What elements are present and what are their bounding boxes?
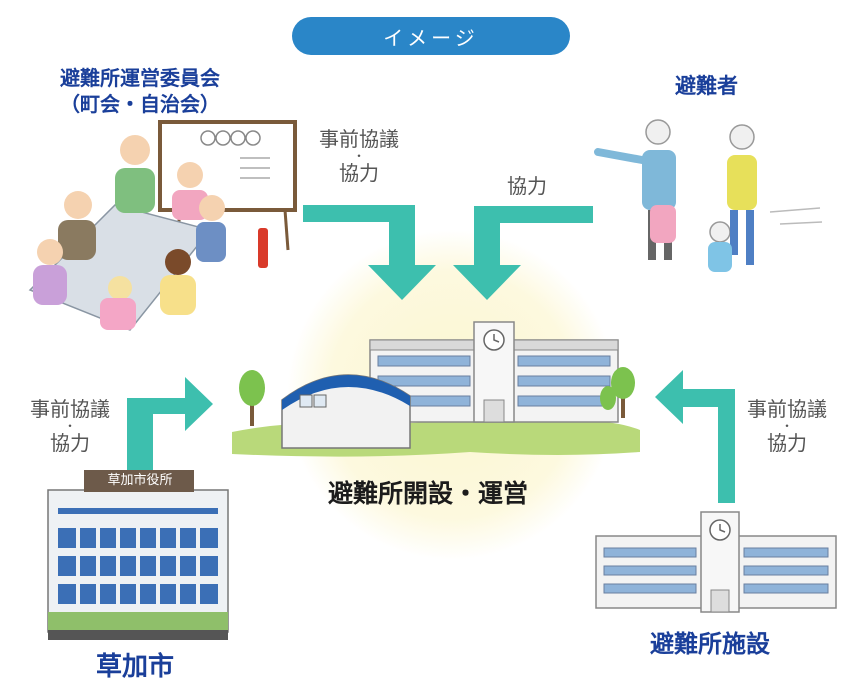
evacuees-illustration [594,119,823,272]
committee-subtitle: （町会・自治会） [60,92,220,116]
evacuees-title: 避難者 [675,74,738,98]
arrow-label-facility: 事前協議 ・ 協力 [747,397,827,455]
arrow-evacuees [453,206,593,300]
city-hall-sign: 草加市役所 [107,473,173,488]
center-label: 避難所開設・運営 [328,479,529,508]
central-shelter [232,321,640,457]
arrow-facility [655,370,735,503]
arrow-city [127,377,213,497]
arrow-label-city: 事前協議 ・ 協力 [30,397,110,455]
arrow-label-committee: 事前協議 ・ 協力 [319,127,399,185]
city-hall-illustration [47,470,229,640]
committee-title: 避難所運営委員会 [60,66,220,90]
image-banner: イメージ [292,17,570,55]
arrow-committee [303,205,436,300]
facility-label: 避難所施設 [650,630,770,658]
committee-illustration [28,120,297,331]
arrow-label-evacuees: 協力 [507,174,547,198]
arrows [127,205,735,503]
facility-illustration [595,511,837,613]
city-label: 草加市 [96,652,175,682]
